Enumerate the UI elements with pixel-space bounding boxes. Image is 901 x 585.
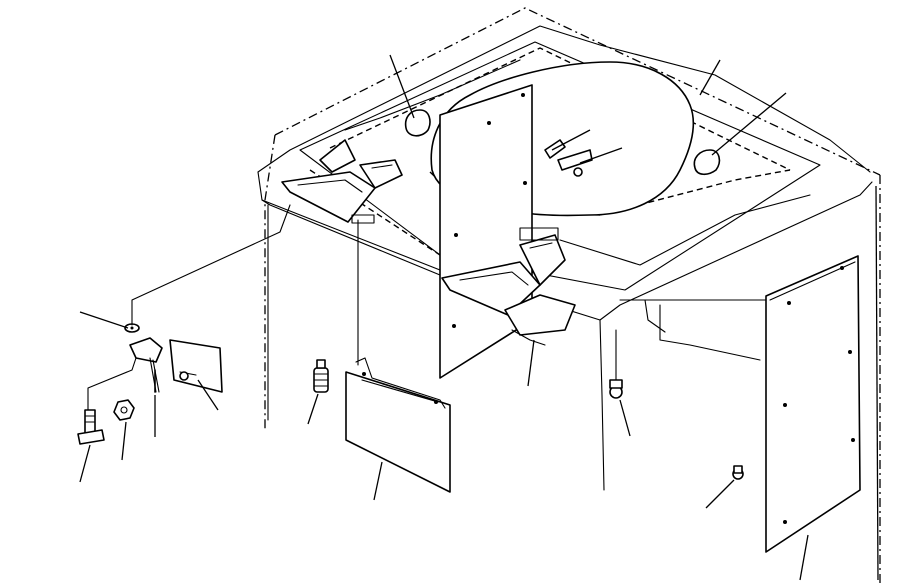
callout-handle [551, 129, 591, 151]
clip-fastener [609, 379, 623, 399]
dome-light-left [404, 109, 431, 137]
callout-clip [619, 399, 631, 437]
callout-washer [79, 311, 129, 329]
spring [313, 359, 329, 393]
callouts [79, 54, 879, 581]
callout-nut [121, 421, 127, 461]
callout-roof-trim [699, 59, 721, 96]
callout-bolt [79, 444, 91, 483]
callout-dome-light-left [389, 54, 415, 119]
sun-visor-left [281, 139, 403, 224]
callout-spring [307, 393, 319, 425]
bolt [77, 409, 105, 445]
lower-cover-plate [345, 357, 451, 493]
visor-panel [169, 339, 223, 393]
nut [113, 399, 135, 421]
callout-visor-panel [197, 379, 219, 411]
callout-cover-plate [373, 461, 383, 501]
stud-fastener [732, 465, 744, 480]
callout-sun-visor-right [527, 339, 535, 387]
callout-stud [705, 479, 735, 509]
cab-roof-structure [257, 7, 881, 585]
callout-rear-post [875, 185, 879, 581]
callout-dome-light-right [711, 92, 787, 156]
callout-side-panel [799, 534, 809, 581]
bracket-left [129, 337, 163, 393]
dome-light-right [693, 149, 721, 176]
callout-screw [579, 147, 623, 164]
right-side-panel [765, 255, 861, 553]
sun-visor-right [441, 227, 576, 346]
assembly-lines [87, 204, 617, 411]
